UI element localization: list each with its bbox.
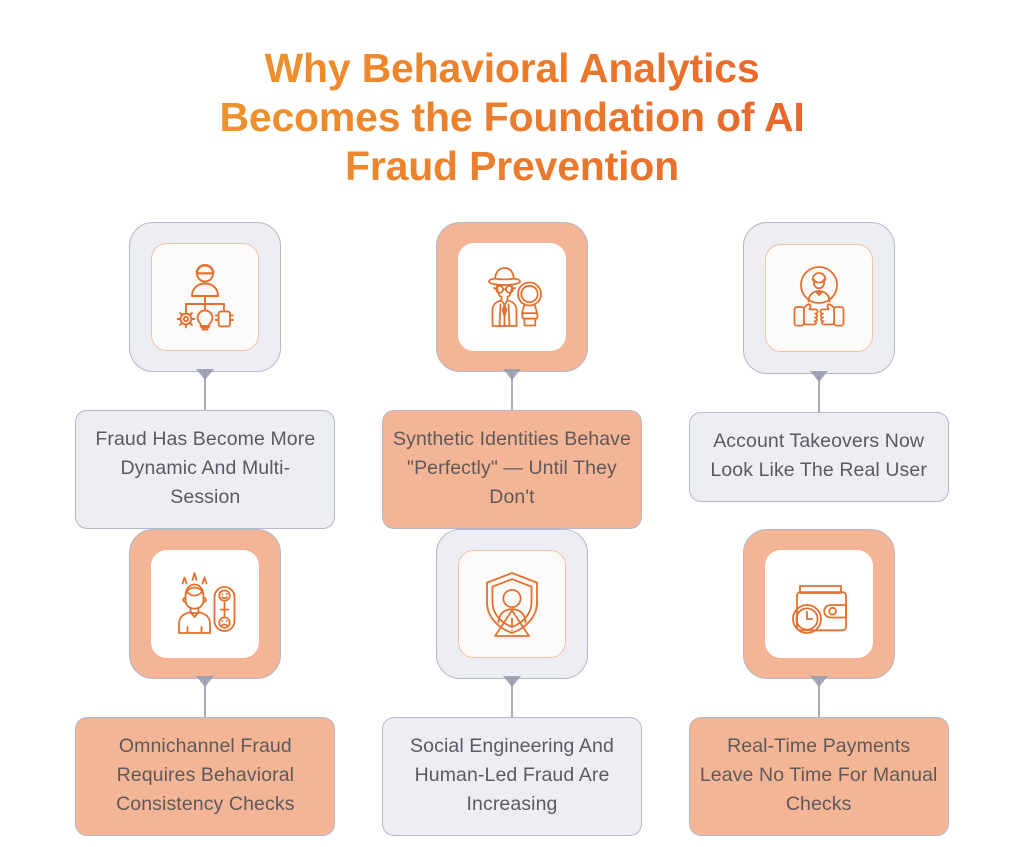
card-connector-3 bbox=[817, 374, 820, 412]
title-heading: Why Behavioral Analytics Becomes the Fou… bbox=[0, 44, 1024, 191]
title-line-2: Becomes the Foundation of AI bbox=[219, 94, 805, 140]
frustrated-user-feedback-scale-icon bbox=[166, 565, 244, 643]
icon-card-5 bbox=[435, 529, 588, 687]
card-label-5: Social Engineering And Human-Led Fraud A… bbox=[381, 717, 642, 836]
shield-person-warning-icon bbox=[473, 565, 551, 643]
card-2: Synthetic Identities Behave "Perfectly" … bbox=[367, 222, 658, 529]
card-label-4: Omnichannel Fraud Requires Behavioral Co… bbox=[75, 717, 336, 836]
card-pointer-2 bbox=[502, 369, 521, 380]
icon-panel-6 bbox=[764, 550, 873, 658]
card-label-3: Account Takeovers Now Look Like The Real… bbox=[688, 412, 949, 502]
card-connector-2 bbox=[510, 372, 513, 410]
title-line-3: Fraud Prevention bbox=[345, 143, 679, 189]
icon-card-2 bbox=[435, 222, 588, 380]
card-5: Social Engineering And Human-Led Fraud A… bbox=[367, 529, 658, 836]
card-label-2: Synthetic Identities Behave "Perfectly" … bbox=[381, 410, 642, 529]
icon-card-6 bbox=[742, 529, 895, 687]
card-grid: Fraud Has Become More Dynamic And Multi-… bbox=[60, 222, 964, 836]
card-pointer-1 bbox=[196, 369, 215, 380]
icon-panel-1 bbox=[151, 243, 260, 351]
title-line-1: Why Behavioral Analytics bbox=[264, 45, 760, 91]
page-title: Why Behavioral Analytics Becomes the Fou… bbox=[0, 44, 1024, 191]
card-6: Real-Time Payments Leave No Time For Man… bbox=[673, 529, 964, 836]
card-pointer-4 bbox=[196, 676, 215, 687]
user-thumbs-up-icon bbox=[780, 259, 858, 337]
card-label-1: Fraud Has Become More Dynamic And Multi-… bbox=[75, 410, 336, 529]
org-chart-person-icon bbox=[166, 258, 244, 336]
icon-card-3 bbox=[742, 222, 895, 382]
icon-card-1 bbox=[129, 222, 282, 380]
card-connector-6 bbox=[817, 679, 820, 717]
icon-card-4 bbox=[129, 529, 282, 687]
detective-magnifier-icon bbox=[473, 258, 551, 336]
card-pointer-5 bbox=[502, 676, 521, 687]
icon-panel-4 bbox=[151, 550, 260, 658]
icon-panel-5 bbox=[457, 550, 566, 658]
card-4: Omnichannel Fraud Requires Behavioral Co… bbox=[60, 529, 351, 836]
card-3: Account Takeovers Now Look Like The Real… bbox=[673, 222, 964, 529]
icon-panel-2 bbox=[457, 243, 566, 351]
card-1: Fraud Has Become More Dynamic And Multi-… bbox=[60, 222, 351, 529]
card-connector-1 bbox=[204, 372, 207, 410]
card-pointer-3 bbox=[809, 371, 828, 382]
card-connector-4 bbox=[204, 679, 207, 717]
card-pointer-6 bbox=[809, 676, 828, 687]
card-label-6: Real-Time Payments Leave No Time For Man… bbox=[688, 717, 949, 836]
icon-panel-3 bbox=[764, 244, 873, 352]
wallet-clock-icon bbox=[780, 565, 858, 643]
card-connector-5 bbox=[510, 679, 513, 717]
